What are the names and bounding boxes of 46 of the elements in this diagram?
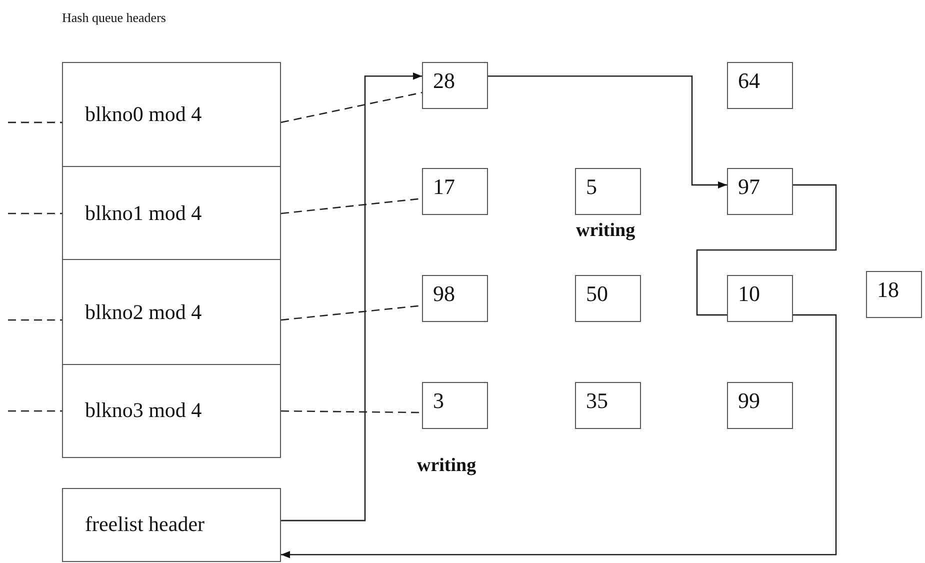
buffer-box — [727, 62, 793, 109]
header-box — [62, 488, 281, 562]
block-number: 3 — [433, 389, 444, 414]
buffer-box — [422, 62, 488, 109]
header-box — [62, 259, 281, 366]
dashed-connector — [280, 92, 422, 124]
buffer-box — [575, 275, 641, 322]
header-box — [62, 364, 281, 458]
heading: Hash queue headers — [62, 10, 166, 26]
header-label: blkno0 mod 4 — [85, 103, 202, 127]
block-number: 17 — [433, 175, 455, 200]
buffer-box — [575, 168, 641, 215]
header-box — [62, 166, 281, 261]
buffer-box — [422, 275, 488, 322]
arrow — [281, 314, 837, 558]
block-number: 50 — [586, 282, 608, 306]
block-number: 97 — [738, 175, 760, 200]
dashed-connector — [8, 212, 62, 214]
status-label: writing — [576, 220, 636, 242]
header-label: freelist header — [85, 513, 205, 537]
buffer-box — [422, 382, 488, 429]
buffer-box — [866, 271, 922, 318]
dashed-connector — [281, 410, 422, 414]
block-number: 28 — [433, 69, 455, 94]
buffer-box — [727, 382, 793, 429]
block-number: 35 — [586, 389, 608, 414]
header-label: blkno1 mod 4 — [85, 202, 202, 226]
arrow — [281, 72, 422, 522]
block-number: 98 — [433, 282, 455, 306]
buffer-box — [727, 275, 793, 322]
arrow — [488, 75, 727, 189]
status-label: writing — [417, 455, 476, 477]
dashed-connector — [8, 122, 62, 124]
header-label: blkno3 mod 4 — [85, 399, 202, 423]
dashed-connector — [8, 410, 62, 412]
header-box — [62, 62, 281, 168]
block-number: 99 — [738, 389, 760, 414]
buffer-box — [575, 382, 641, 429]
buffer-box — [422, 168, 488, 215]
block-number: 5 — [586, 175, 597, 200]
header-label: blkno2 mod 4 — [85, 300, 202, 324]
block-number: 10 — [738, 282, 760, 306]
block-number: 64 — [738, 69, 760, 94]
dashed-connector — [8, 319, 62, 321]
block-number: 18 — [877, 278, 899, 302]
buffer-box — [727, 168, 793, 215]
